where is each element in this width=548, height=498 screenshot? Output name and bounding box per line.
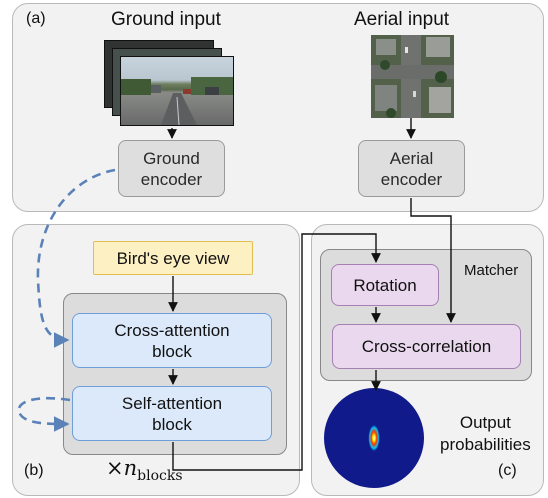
aerial-image	[371, 35, 454, 118]
output-peak	[368, 424, 380, 452]
ground-input-title: Ground input	[111, 9, 221, 30]
repeat-times-symbol: ×	[106, 456, 124, 480]
birds-eye-view-box: Bird's eye view	[93, 241, 253, 275]
arrow-self-attention-to-rotation	[172, 233, 381, 471]
aerial-input-title: Aerial input	[354, 9, 450, 30]
panel-c-label: (c)	[498, 462, 517, 479]
self-attention-block: Self-attention block	[72, 386, 272, 441]
dashed-arrow-encoder-to-cross-attention	[36, 168, 116, 348]
ground-encoder: Ground encoder	[118, 140, 225, 197]
cross-attention-block: Cross-attention block	[72, 313, 272, 368]
cross-correlation-box: Cross-correlation	[332, 324, 521, 369]
ground-image	[120, 56, 234, 126]
repeat-subscript: blocks	[137, 468, 183, 484]
aerial-encoder: Aerial encoder	[358, 140, 465, 197]
output-probabilities-label: Output probabilities	[440, 413, 531, 454]
arrow-aerial-encoder-to-cross-correlation	[410, 198, 456, 323]
panel-a-label: (a)	[26, 10, 46, 27]
matcher-title: Matcher	[464, 262, 519, 279]
rotation-box: Rotation	[331, 264, 439, 306]
ground-image-stack	[104, 40, 244, 130]
block-repeat-label: ×nblocks	[106, 456, 183, 484]
panel-b-label: (b)	[24, 462, 44, 479]
repeat-n-symbol: n	[123, 456, 138, 480]
dashed-arrow-self-attention-loop	[17, 396, 71, 432]
